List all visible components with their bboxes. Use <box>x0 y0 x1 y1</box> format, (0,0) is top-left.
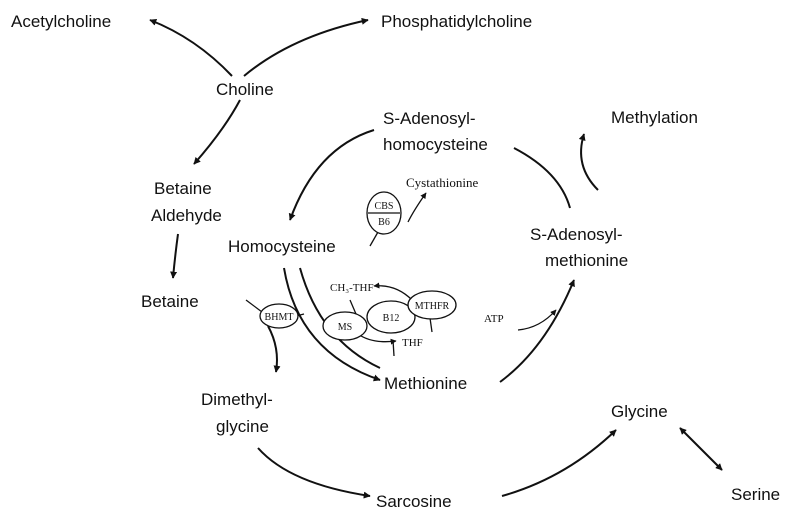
sam-label-line2: methionine <box>545 251 628 270</box>
ch3-thf-label: CH₃-THF <box>330 282 374 294</box>
arrow-sah-to-homocysteine <box>288 129 375 221</box>
sah-label-line2: homocysteine <box>383 135 488 154</box>
atp-label: ATP <box>484 313 504 325</box>
b12-label: B12 <box>383 313 400 324</box>
methylation-label: Methylation <box>611 108 698 127</box>
tick-cbs <box>369 231 379 247</box>
line-betaine-to-bhmt <box>245 299 263 313</box>
arrow-bhmt-to-dimethylglycine <box>267 325 281 373</box>
tick-ch3thf <box>349 299 357 315</box>
arrow-mthfr-to-ch3thf <box>373 282 413 301</box>
dimethylglycine-label-line2: glycine <box>216 417 269 436</box>
choline-label: Choline <box>216 80 274 99</box>
bhmt-enzyme: BHMT <box>259 303 299 329</box>
serine-label: Serine <box>731 485 780 504</box>
arrow-betaine-aldehyde-to-betaine <box>170 233 179 279</box>
arc-sam-to-sah <box>513 147 571 209</box>
ms-label: MS <box>338 322 352 333</box>
acetylcholine-label: Acetylcholine <box>11 12 111 31</box>
arrow-homocysteine-to-methionine-ms <box>283 267 381 382</box>
arrow-choline-to-acetylcholine <box>149 19 233 77</box>
arrow-choline-to-betaine-aldehyde <box>193 99 241 165</box>
thf-label: THF <box>402 337 423 349</box>
tick-b12 <box>392 339 395 357</box>
arrow-ms-to-thf <box>357 333 397 345</box>
b12-enzyme: B12 <box>366 300 416 334</box>
b6-label: B6 <box>378 217 390 228</box>
betaine-label: Betaine <box>141 292 199 311</box>
arrow-sam-to-methylation <box>578 133 599 191</box>
cystathionine-label: Cystathionine <box>406 175 478 190</box>
betaine-aldehyde-label-line1: Betaine <box>154 179 212 198</box>
mthfr-enzyme: MTHFR <box>407 290 457 320</box>
arrow-homocysteine-to-cystathionine <box>407 192 427 223</box>
homocysteine-label: Homocysteine <box>228 237 336 256</box>
cbs-label: CBS <box>375 201 394 212</box>
arrow-atp <box>517 309 557 331</box>
methionine-label: Methionine <box>384 374 467 393</box>
glycine-label: Glycine <box>611 402 668 421</box>
dimethylglycine-label-line1: Dimethyl- <box>201 390 273 409</box>
bhmt-label: BHMT <box>265 312 294 323</box>
arrow-glycine-serine <box>679 427 723 471</box>
mthfr-label: MTHFR <box>415 301 450 312</box>
sah-label-line1: S-Adenosyl- <box>383 109 476 128</box>
arrow-choline-to-phosphatidylcholine <box>243 17 369 77</box>
sam-label-line1: S-Adenosyl- <box>530 225 623 244</box>
ms-enzyme: MS <box>322 311 368 341</box>
cbs-b6-enzyme: CBS B6 <box>366 191 402 235</box>
phosphatidylcholine-label: Phosphatidylcholine <box>381 12 532 31</box>
arrow-sarcosine-to-glycine <box>501 429 617 497</box>
sarcosine-label: Sarcosine <box>376 492 452 511</box>
arrow-methionine-to-sam <box>499 279 575 383</box>
tick-mthfr <box>429 317 433 333</box>
betaine-aldehyde-label-line2: Aldehyde <box>151 206 222 225</box>
arrow-dimethylglycine-to-sarcosine <box>257 447 371 499</box>
